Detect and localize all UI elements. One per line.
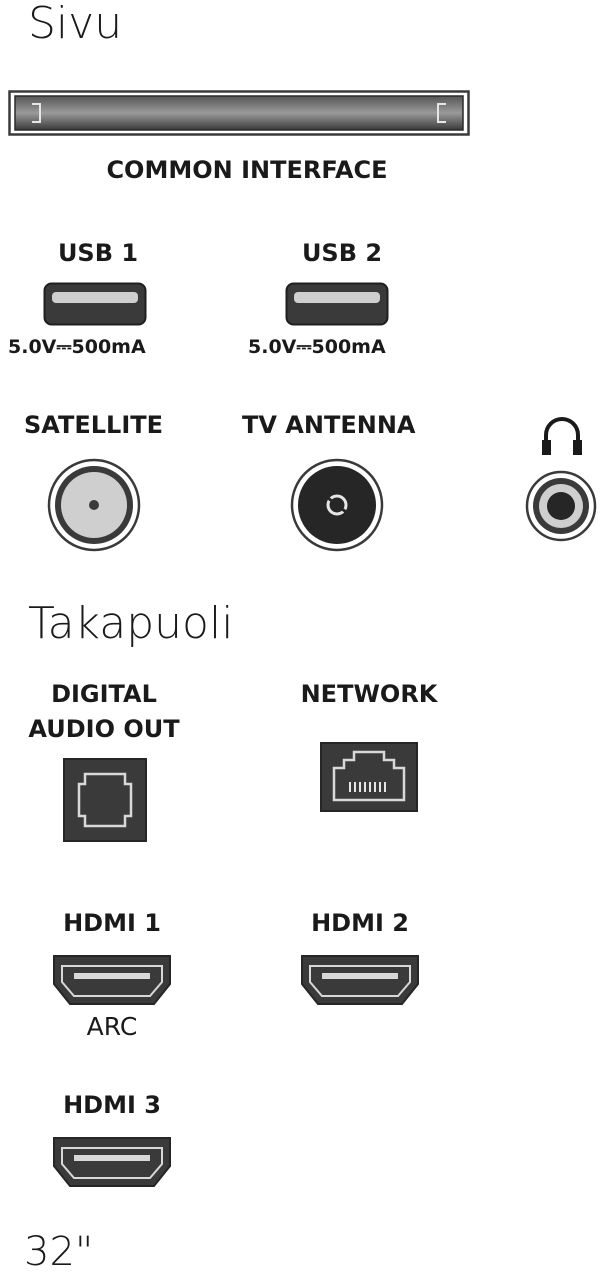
usb1-port-icon [43,282,147,326]
hdmi2-port-icon [298,954,422,1006]
hdmi3-port-icon [50,1136,174,1188]
digital-audio-label-line1: DIGITAL [51,680,157,708]
network-label: NETWORK [300,680,438,708]
usb2-label: USB 2 [301,239,383,267]
satellite-connector-icon [47,458,141,552]
hdmi1-label: HDMI 1 [63,909,161,937]
usb1-label: USB 1 [57,239,139,267]
hdmi2-label: HDMI 2 [311,909,409,937]
hdmi3-label: HDMI 3 [63,1091,161,1119]
hdmi1-port-icon [50,954,174,1006]
headphone-jack-icon [525,470,597,542]
side-section-title: Sivu [28,0,123,49]
usb2-port-icon [285,282,389,326]
back-section-title: Takapuoli [28,598,234,649]
headphones-icon [540,413,584,457]
usb2-spec: 5.0V⎓500mA [248,336,386,358]
common-interface-label: COMMON INTERFACE [106,156,388,184]
tv-antenna-label: TV ANTENNA [242,411,416,439]
digital-audio-label-line2: AUDIO OUT [28,715,180,743]
screen-size-label: 32" [24,1229,94,1275]
common-interface-slot-icon [8,90,470,136]
ethernet-port-icon [320,742,418,812]
usb1-spec: 5.0V⎓500mA [8,336,146,358]
satellite-label: SATELLITE [24,411,164,439]
optical-audio-port-icon [63,758,147,842]
hdmi1-arc-label: ARC [86,1012,138,1041]
tv-antenna-connector-icon [290,458,384,552]
